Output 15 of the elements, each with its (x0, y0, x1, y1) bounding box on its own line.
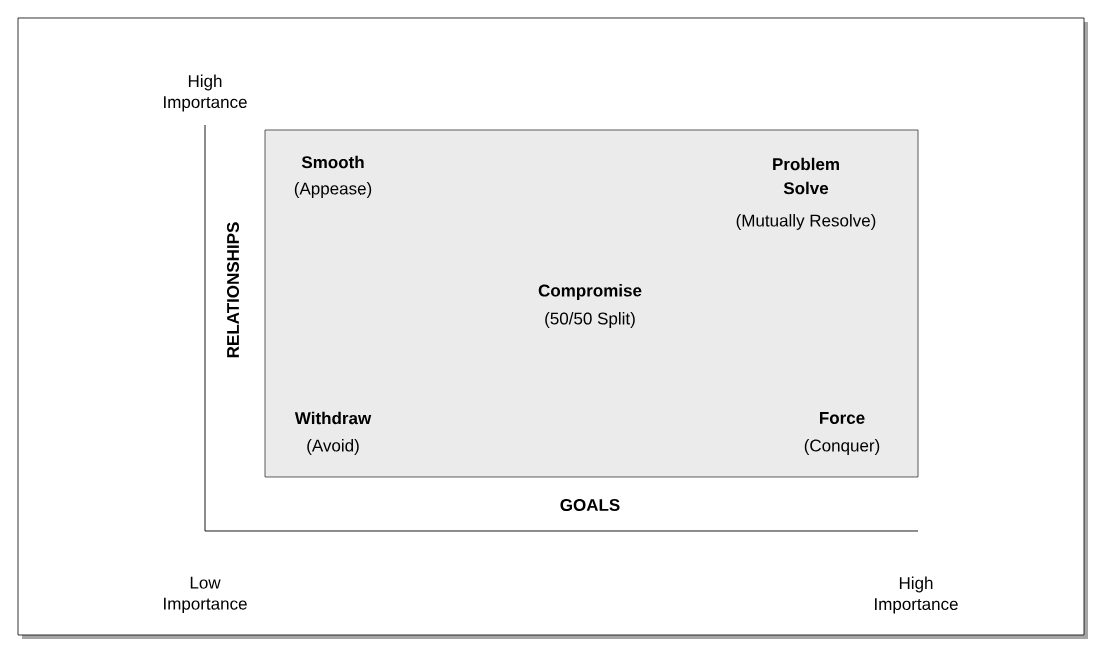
strategy-name: Smooth (301, 155, 364, 169)
strategy-description: (Conquer) (804, 439, 880, 455)
strategy-name: Compromise (538, 284, 642, 300)
strategy-description: (Mutually Resolve) (736, 214, 876, 230)
strategy-name: Problem Solve (773, 157, 839, 195)
axis-title: RELATIONSHIPS (227, 222, 240, 358)
strategy-name: Force (820, 412, 865, 424)
strategy-description: (Appease) (294, 182, 372, 198)
scale-label: High Importance (164, 74, 247, 112)
scale-label: High Importance (875, 576, 958, 614)
axis-title: GOALS (560, 498, 620, 511)
strategy-name: Withdraw (294, 411, 372, 425)
scale-label: Low Importance (164, 576, 247, 614)
strategy-description: (50/50 Split) (545, 312, 635, 328)
strategy-description: (Avoid) (307, 439, 359, 455)
